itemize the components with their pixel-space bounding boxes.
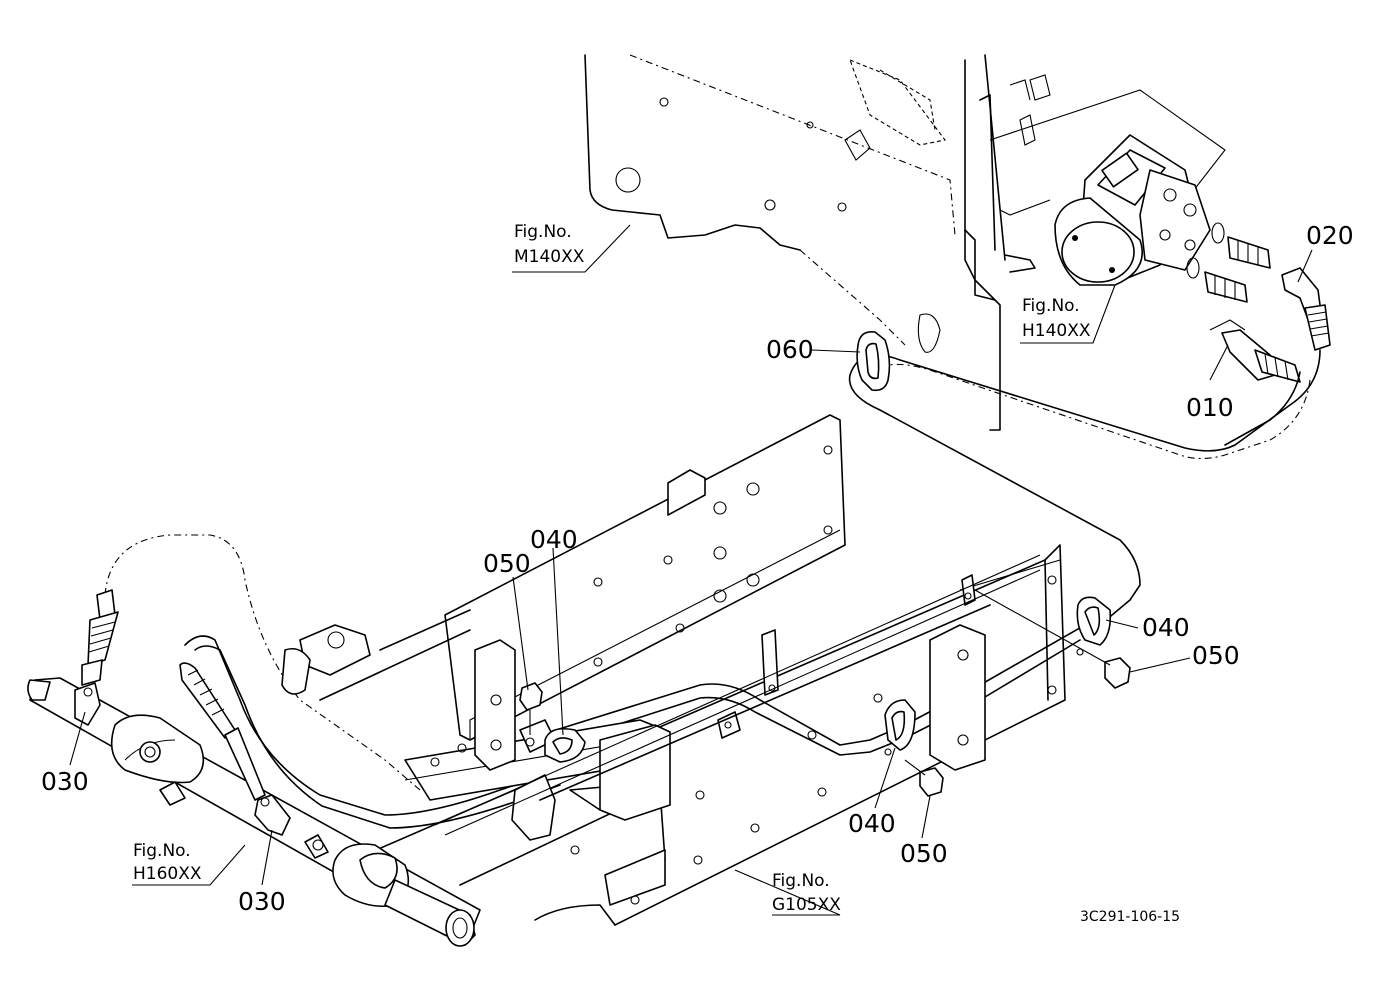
steering-fittings bbox=[1204, 236, 1331, 383]
figure-code: 3C291-106-15 bbox=[1080, 909, 1180, 925]
grommets bbox=[544, 313, 1112, 763]
callout-050: 050 bbox=[900, 839, 948, 868]
callout-labels: 020 010 060 040 050 040 050 040 050 030 … bbox=[41, 221, 1354, 916]
callout-010: 010 bbox=[1186, 393, 1234, 422]
callout-040: 040 bbox=[530, 525, 578, 554]
callout-030: 030 bbox=[238, 887, 286, 916]
fig-ref-label-h140: Fig.No. bbox=[1022, 296, 1080, 316]
callout-030: 030 bbox=[41, 767, 89, 796]
fig-ref-label-m140: Fig.No. bbox=[514, 222, 572, 242]
elbow-fittings bbox=[74, 589, 291, 836]
callout-050: 050 bbox=[1192, 641, 1240, 670]
leader-lines bbox=[69, 224, 1313, 916]
steering-unit bbox=[989, 89, 1226, 286]
bolts bbox=[519, 589, 1131, 797]
fig-ref-code-h140: H140XX bbox=[1022, 321, 1091, 341]
dashboard-frame bbox=[584, 54, 1051, 431]
fig-ref-label-h160: Fig.No. bbox=[133, 841, 191, 861]
steering-cylinder bbox=[27, 677, 481, 947]
fig-ref-code-m140: M140XX bbox=[514, 247, 585, 267]
callout-040: 040 bbox=[848, 809, 896, 838]
callout-040: 040 bbox=[1142, 613, 1190, 642]
fig-ref-label-g105: Fig.No. bbox=[772, 871, 830, 891]
callout-050: 050 bbox=[483, 549, 531, 578]
callout-060: 060 bbox=[766, 335, 814, 364]
fig-ref-code-h160: H160XX bbox=[133, 864, 202, 884]
callout-020: 020 bbox=[1306, 221, 1354, 250]
main-frame bbox=[281, 414, 1066, 926]
fig-ref-code-g105: G105XX bbox=[772, 895, 841, 915]
figure-references: Fig.No. M140XX Fig.No. H140XX Fig.No. H1… bbox=[133, 222, 1091, 915]
